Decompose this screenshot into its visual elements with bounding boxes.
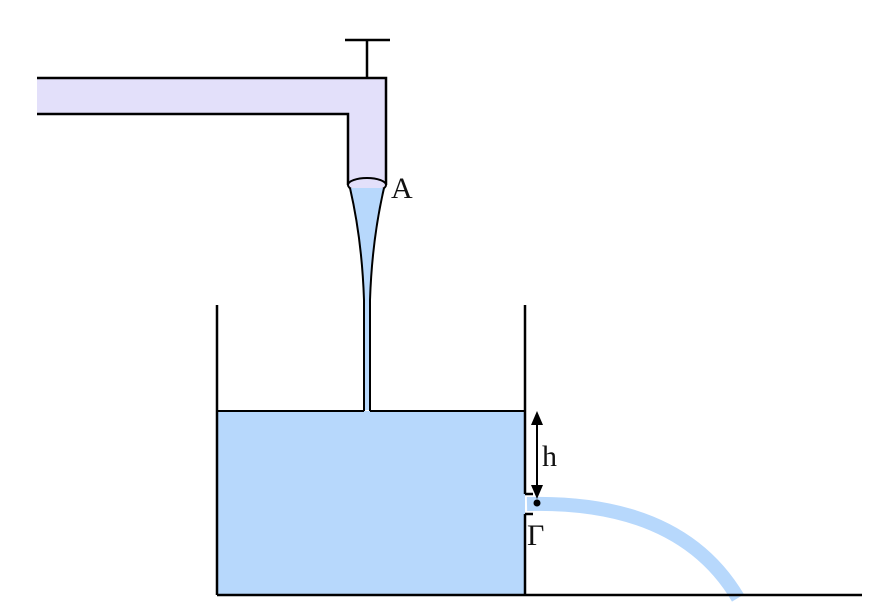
falling-water-stream <box>350 188 384 410</box>
water-pipe <box>37 78 386 185</box>
height-arrow <box>531 411 543 499</box>
stream-outline <box>349 187 385 411</box>
label-gamma: Γ <box>527 519 544 552</box>
valve-handle <box>345 38 390 78</box>
tank-walls <box>215 305 533 595</box>
label-h: h <box>542 440 557 473</box>
outflow-jet <box>526 496 745 602</box>
pipe-outline <box>37 76 388 185</box>
tank-water <box>217 411 525 594</box>
point-gamma-dot <box>533 499 541 507</box>
label-a: A <box>391 172 413 205</box>
